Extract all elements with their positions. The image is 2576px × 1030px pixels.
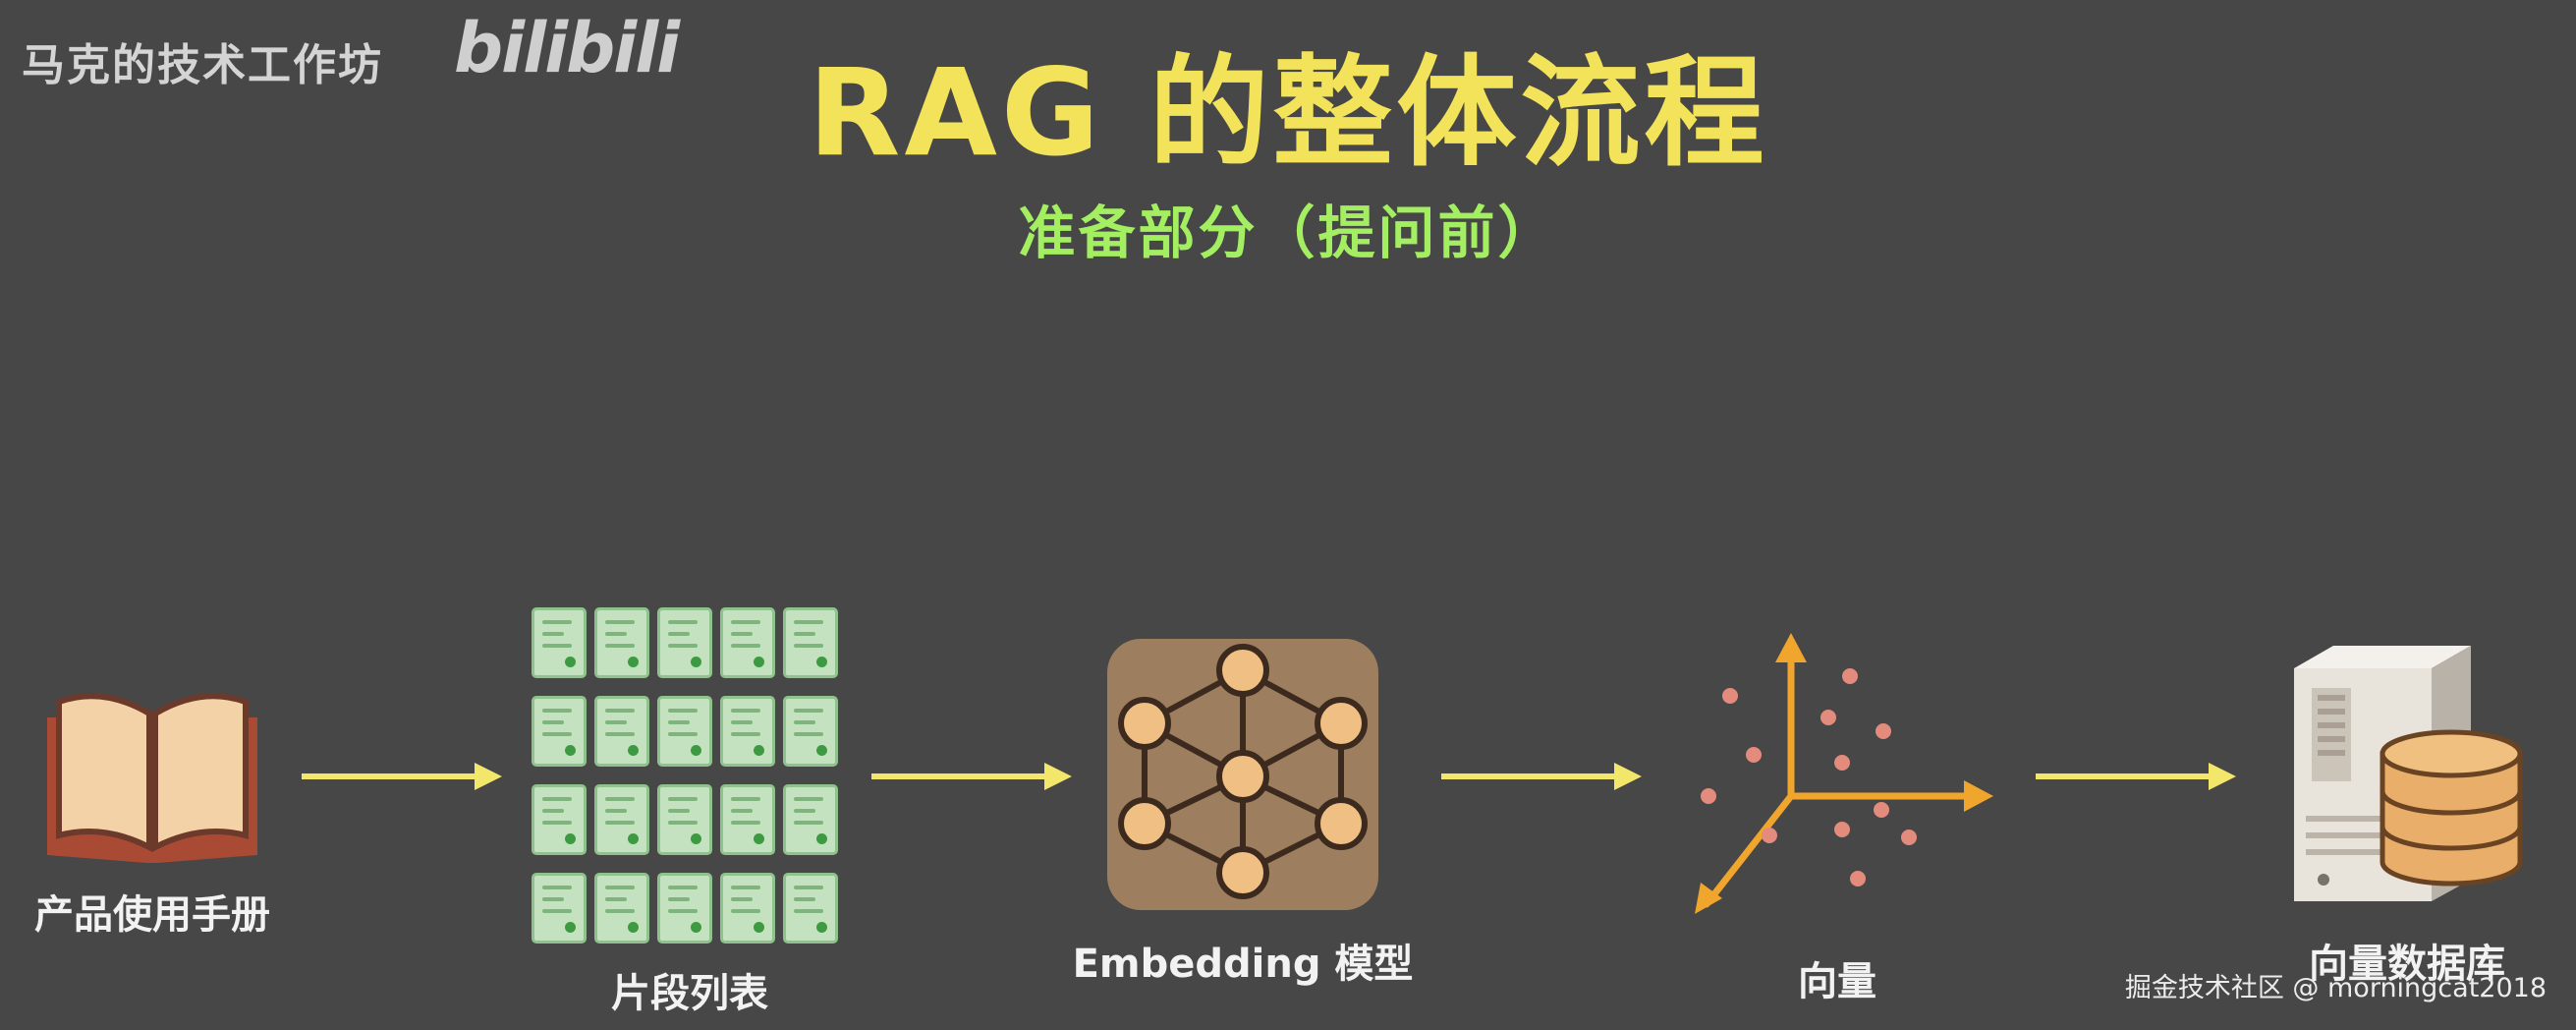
arrow-icon [1441, 763, 1642, 790]
document-fragment-icon [657, 873, 712, 944]
document-fragment-icon [532, 607, 587, 678]
page-subtitle: 准备部分（提问前） [1018, 200, 1558, 266]
watermark: 掘金技术社区 @ morningcat2018 [2124, 973, 2547, 1003]
bilibili-logo: bilibili [454, 8, 680, 88]
document-fragment-icon [657, 784, 712, 855]
document-fragment-icon [532, 784, 587, 855]
document-fragment-icon [594, 607, 649, 678]
arrow-icon [302, 763, 502, 790]
document-fragment-icon [657, 696, 712, 767]
step-label-manual: 产品使用手册 [34, 892, 270, 938]
document-fragment-icon [594, 696, 649, 767]
document-fragment-icon [783, 607, 838, 678]
document-fragment-icon [594, 784, 649, 855]
arrow-icon [2036, 763, 2236, 790]
step-label-embedding: Embedding 模型 [1072, 942, 1414, 987]
document-fragment-icon [720, 607, 775, 678]
document-grid-icon [532, 607, 848, 944]
page-title: RAG 的整体流程 [808, 43, 1768, 183]
document-fragment-icon [657, 607, 712, 678]
arrow-icon [871, 763, 1072, 790]
document-fragment-icon [594, 873, 649, 944]
database-server-icon [2294, 646, 2523, 901]
document-fragment-icon [783, 696, 838, 767]
document-fragment-icon [532, 696, 587, 767]
document-fragment-icon [532, 873, 587, 944]
vector-space-icon [1695, 633, 1993, 914]
document-fragment-icon [720, 784, 775, 855]
document-fragment-icon [783, 784, 838, 855]
document-fragment-icon [720, 873, 775, 944]
open-book-icon [47, 693, 257, 863]
neural-network-icon [1107, 639, 1378, 910]
step-label-chunks: 片段列表 [611, 971, 768, 1016]
step-label-vector: 向量 [1798, 959, 1876, 1004]
document-fragment-icon [783, 873, 838, 944]
channel-name: 马克的技术工作坊 [22, 40, 383, 90]
step-label-vectordb: 向量数据库 [2309, 942, 2505, 987]
document-fragment-icon [720, 696, 775, 767]
